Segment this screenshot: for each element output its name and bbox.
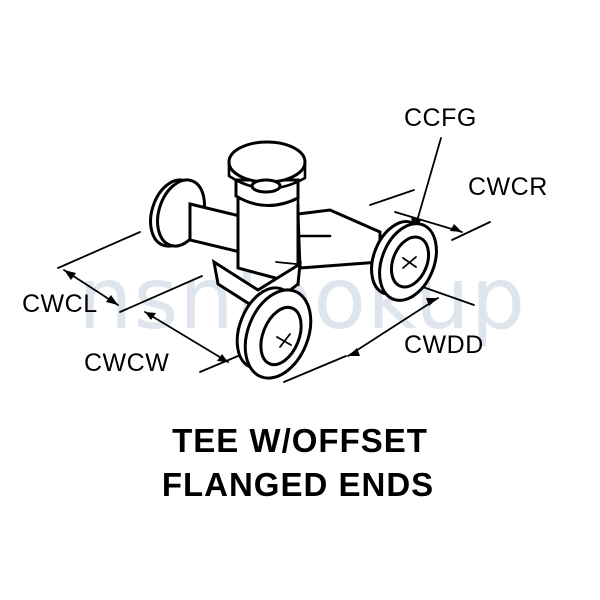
dimension-lines: [57, 137, 491, 383]
label-cwcr: CWCR: [468, 173, 548, 201]
caption-line-1: TEE W/OFFSET: [172, 422, 428, 459]
right-flange: [370, 220, 438, 302]
top-cap: [227, 140, 307, 208]
label-cwcl: CWCL: [22, 290, 98, 318]
dimension-labels: CCFG CWCR CWCL CWCW CWDD: [22, 104, 548, 377]
front-flange: [235, 286, 313, 380]
tee-fitting: [149, 140, 438, 380]
label-cwcw: CWCW: [84, 349, 169, 377]
caption-line-2: FLANGED ENDS: [162, 466, 434, 503]
label-ccfg: CCFG: [404, 104, 477, 132]
label-cwdd: CWDD: [404, 331, 484, 359]
